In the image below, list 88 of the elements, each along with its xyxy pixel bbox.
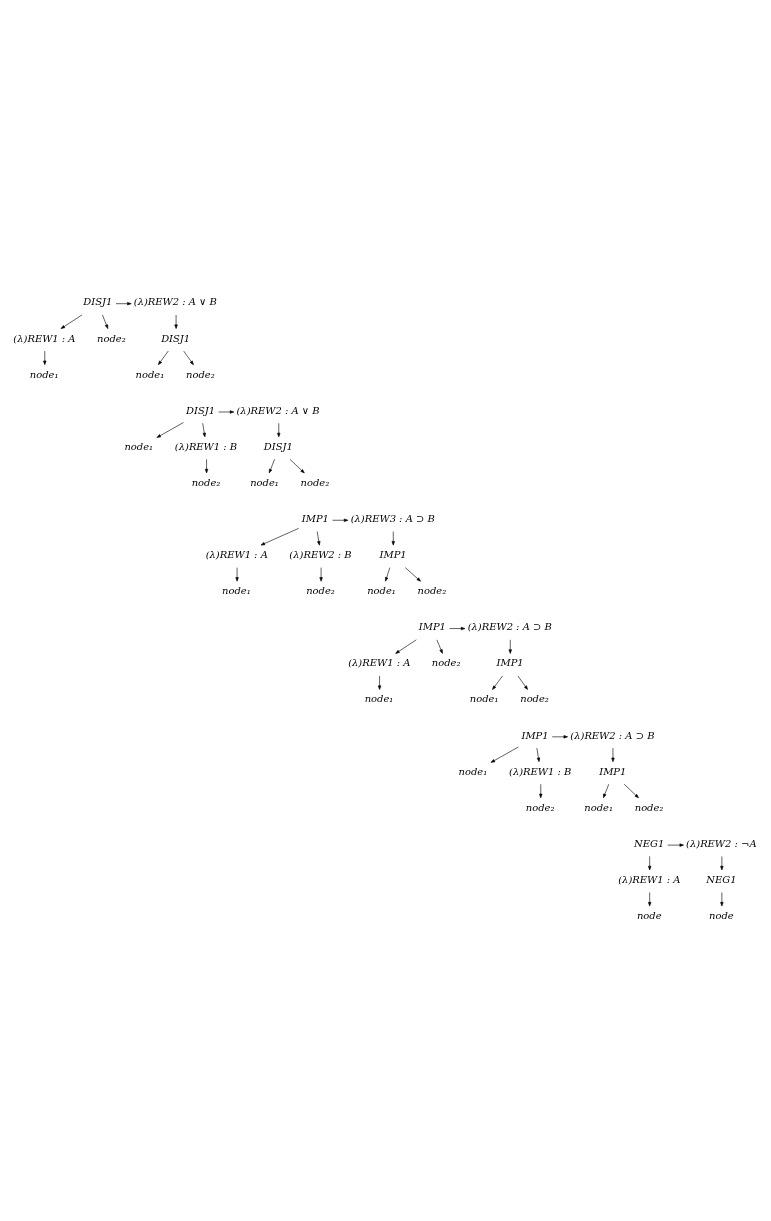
node-text: NEG1 [634,837,665,849]
arrow [316,531,321,546]
node-text: (λ)REW1 : B [174,440,238,452]
node-text: node₁ [367,585,396,597]
node-text: node₂ [634,801,664,813]
arrow [551,735,568,739]
arrow [260,528,299,546]
node-text: node₁ [29,368,59,380]
node-text: node₂ [300,476,330,488]
arrow [720,856,724,871]
node-text: node₂ [417,585,447,597]
arrow [43,350,47,365]
arrow [385,567,391,582]
arrow [720,892,724,907]
arrow [490,746,519,763]
arrow [115,302,132,306]
arrow [289,459,305,474]
node-text: node₁ [124,440,154,452]
node-text: IMP1 [301,513,329,524]
node-text: (λ)REW2 : ¬A [686,837,757,849]
node-text: node₁ [135,368,165,380]
node-text: IMP1 [496,657,524,669]
arrow [174,314,178,329]
node-text: DISJ1 [263,440,293,452]
arrow [202,422,206,438]
node-text: node₁ [222,585,251,597]
node-text: (λ)REW1 : A [618,873,681,885]
node-text: node₂ [186,368,215,380]
node-text: (λ)REW3 : A ⊃ B [350,513,435,524]
node-text: (λ)REW1 : A [348,657,411,669]
arrow [60,314,83,329]
node-text: DISJ1 [161,332,191,344]
node-text: (λ)REW2 : A ⊃ B [467,621,552,633]
arrow [218,410,235,414]
node-text: (λ)REW2 : B [289,549,352,561]
arrow [449,626,466,631]
node-text: (λ)REW2 : A ⊃ B [570,729,655,741]
arrow [508,639,512,654]
arrow [536,747,541,763]
node-text: node [636,910,662,922]
node-text: (λ)REW1 : A [205,549,268,561]
arrow [648,856,652,871]
arrow [603,783,610,799]
node-text: IMP1 [599,765,627,777]
node-text: IMP1 [418,621,446,633]
arrow [102,314,109,329]
arrow [611,747,615,763]
arrow [156,422,184,438]
arrow [395,639,417,654]
arrow [623,783,639,799]
node-text: IMP1 [379,549,407,561]
arrow [235,567,239,582]
arrow [268,459,275,474]
node-text: (λ)REW1 : B [509,765,572,777]
node-text: node₁ [250,476,279,488]
arrow [492,675,503,690]
node-text: (λ)REW1 : A [13,332,76,344]
arrow [377,675,382,690]
node-text: NEG1 [706,873,737,885]
arrow [183,350,194,365]
arrow [277,422,281,438]
node-text: node₂ [306,585,335,597]
node-text: (λ)REW2 : A ∨ B [133,296,217,308]
node-text: node₂ [191,476,221,488]
arrow [391,531,395,546]
arrow [158,350,169,365]
node-text: node₂ [520,693,549,705]
node-text: node₂ [431,657,461,669]
node-text: DISJ1 [83,296,113,308]
arrow [332,518,349,522]
node-text: node₂ [97,332,126,344]
arrow [648,892,652,907]
node-text: DISJ1 [186,404,216,416]
arrow [517,675,528,690]
node-text: node [709,910,734,922]
node-text: node₂ [525,801,555,813]
node-text: node₁ [458,765,488,777]
node-text: node₁ [469,693,499,705]
arrow [436,639,443,654]
arrow [319,567,323,582]
node-text: IMP1 [521,729,549,741]
arrow [539,783,543,799]
arrow [667,843,684,847]
node-text: node₁ [584,801,613,813]
node-text: (λ)REW2 : A ∨ B [236,404,320,416]
node-text: node₁ [364,693,394,705]
arrow [204,459,209,474]
arrow [404,567,421,582]
